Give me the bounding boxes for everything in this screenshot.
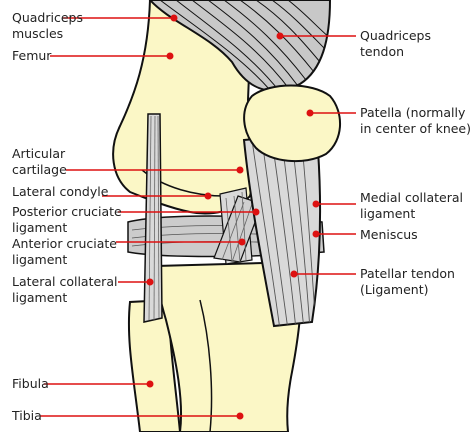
label-meniscus: Meniscus xyxy=(360,227,418,242)
label-patella: Patella (normally in center of knee) xyxy=(360,105,471,136)
label-tibia: Tibia xyxy=(12,408,42,423)
patellar-tendon xyxy=(242,138,321,328)
label-lateral-condyle: Lateral condyle xyxy=(12,184,109,199)
label-quadriceps-tendon: Quadriceps tendon xyxy=(360,28,431,59)
label-lateral-collateral-ligament: Lateral collateral ligament xyxy=(12,274,118,305)
lateral-collateral-ligament xyxy=(143,113,163,323)
label-posterior-cruciate-ligament: Posterior cruciate ligament xyxy=(12,204,122,235)
label-medial-collateral-ligament: Medial collateral ligament xyxy=(360,190,463,221)
quadriceps-muscle xyxy=(148,0,332,92)
label-fibula: Fibula xyxy=(12,376,49,391)
tibia-contour xyxy=(199,299,213,432)
leader-dots xyxy=(146,14,320,420)
label-quadriceps-muscles: Quadriceps muscles xyxy=(12,10,83,41)
label-anterior-cruciate-ligament: Anterior cruciate ligament xyxy=(12,236,117,267)
leader-lines xyxy=(40,17,356,417)
label-femur: Femur xyxy=(12,48,52,63)
label-articular-cartilage: Articular cartilage xyxy=(12,146,67,177)
label-patellar-tendon: Patellar tendon (Ligament) xyxy=(360,266,455,297)
patella-bone xyxy=(243,84,342,163)
